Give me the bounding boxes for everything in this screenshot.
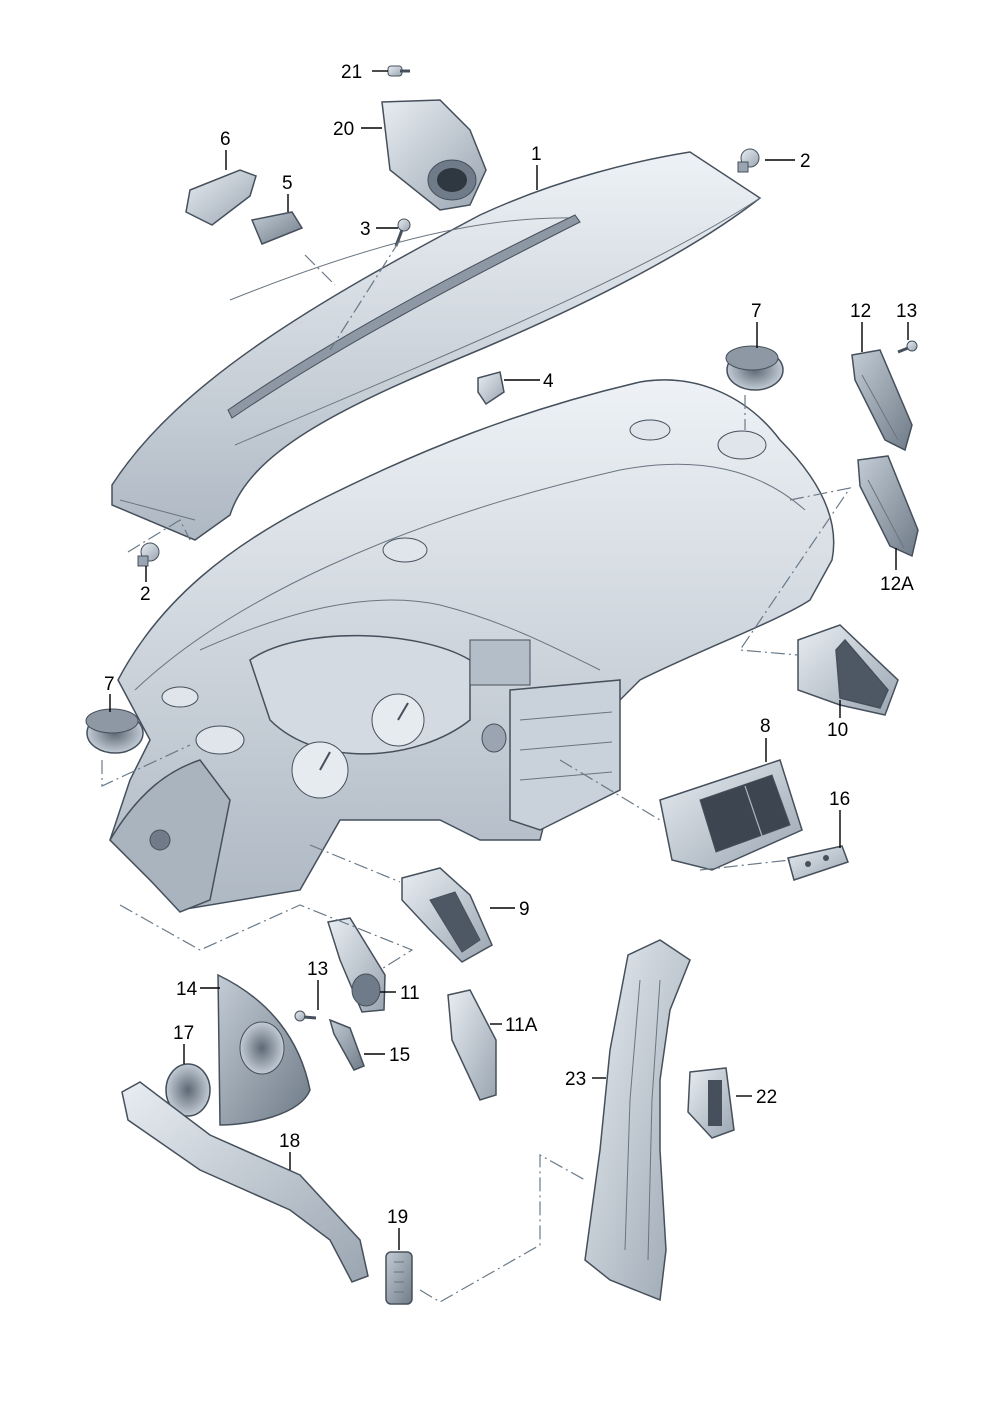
dashed-assembly-lines (101, 239, 852, 1303)
callout-18: 18 (279, 1131, 300, 1152)
callout-7-left: 7 (104, 674, 115, 695)
part-screw-3 (394, 218, 411, 247)
part-pillar-trim-23 (584, 939, 691, 1302)
part-clip-2-left (137, 542, 160, 567)
callout-3: 3 (360, 219, 371, 240)
callout-16: 16 (829, 789, 850, 810)
callout-13-right: 13 (896, 301, 917, 322)
callout-12a: 12A (880, 574, 914, 595)
part-clip-22 (687, 1067, 735, 1139)
part-duct-18 (121, 1081, 369, 1283)
callout-11: 11 (400, 983, 420, 1004)
part-side-vent-12a (857, 455, 919, 558)
callout-22: 22 (756, 1087, 777, 1108)
part-vent-7-left (85, 708, 144, 754)
part-bracket-15 (328, 1018, 365, 1071)
part-screw-21 (387, 65, 410, 77)
callout-labels: 21 20 1 2 6 5 3 4 2 7 12 13 12A 10 7 8 1… (104, 62, 917, 1228)
callout-23: 23 (565, 1069, 586, 1090)
callout-5: 5 (282, 173, 293, 194)
part-center-vent-8 (659, 759, 803, 871)
part-vent-7-right (725, 345, 784, 391)
part-side-vent-12 (851, 349, 913, 452)
part-vent-10 (797, 624, 899, 716)
part-switch-5 (250, 211, 304, 245)
part-clip-4 (477, 371, 505, 406)
part-trim-11a (447, 989, 497, 1101)
callout-11a: 11A (505, 1015, 538, 1036)
part-switch-strip-16 (787, 845, 849, 881)
callout-leader-lines (109, 70, 909, 1250)
callout-2-left: 2 (140, 584, 151, 605)
part-side-cover-14 (217, 973, 311, 1126)
callout-19: 19 (387, 1207, 408, 1228)
callout-15: 15 (389, 1045, 410, 1066)
part-dashboard-body (109, 379, 835, 913)
part-clip-2-right (737, 148, 760, 173)
part-bracket-6 (185, 169, 257, 226)
callout-1: 1 (531, 144, 542, 165)
callout-12: 12 (850, 301, 871, 322)
part-vent-17 (165, 1063, 211, 1117)
part-air-duct-20 (381, 99, 487, 211)
callout-21: 21 (341, 62, 362, 83)
callout-4: 4 (543, 371, 554, 392)
part-screw-13-right (897, 340, 918, 354)
callout-13-left: 13 (307, 959, 328, 980)
callout-10: 10 (827, 720, 848, 741)
callout-20: 20 (333, 119, 354, 140)
callout-2-right: 2 (800, 151, 811, 172)
callout-14: 14 (176, 979, 198, 1000)
part-screw-13-left (294, 1010, 317, 1022)
callout-6: 6 (220, 129, 231, 150)
callout-9: 9 (519, 899, 530, 920)
callout-17: 17 (173, 1023, 194, 1044)
callout-8: 8 (760, 716, 771, 737)
callout-7-right: 7 (751, 301, 762, 322)
part-dash-top-cover (111, 151, 762, 541)
part-trim-11 (327, 917, 386, 1013)
part-vent-19 (385, 1251, 413, 1305)
part-vent-9 (401, 867, 493, 963)
